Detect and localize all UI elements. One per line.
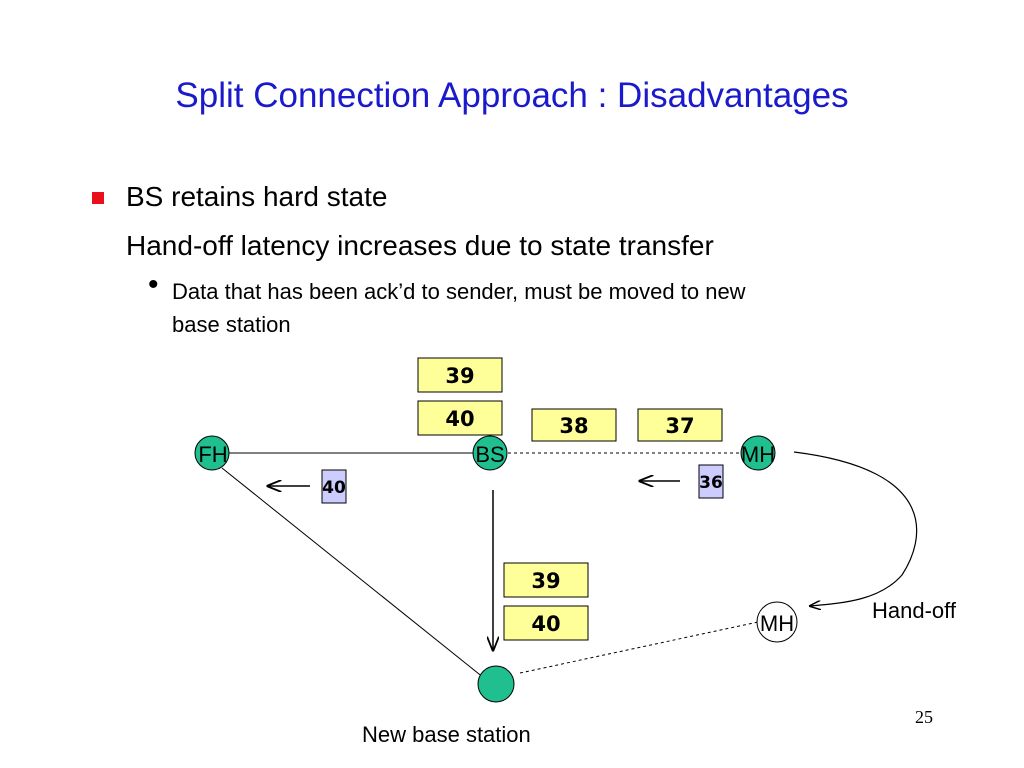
packet-bs-top-1-label: 39 bbox=[445, 364, 474, 388]
node-mh-new: MH bbox=[756, 601, 798, 643]
sub-bullet-text-2: base station bbox=[172, 312, 291, 337]
slide-title: Split Connection Approach : Disadvantage… bbox=[175, 76, 849, 115]
link-newbs-mh bbox=[519, 621, 759, 674]
ack-packet-fh-label: 40 bbox=[322, 478, 346, 498]
bullet-text-1: BS retains hard state bbox=[126, 181, 388, 212]
packet-bs-top-2-label: 40 bbox=[445, 407, 474, 431]
bullet-text-2: Hand-off latency increases due to state … bbox=[126, 230, 714, 261]
packet-new-bs-1-label: 39 bbox=[531, 569, 560, 593]
ack-packet-fh: 40 bbox=[321, 469, 347, 504]
link-fh-newbs bbox=[221, 467, 485, 679]
handoff-arrow bbox=[793, 451, 918, 606]
node-bs: BS bbox=[472, 435, 508, 471]
packet-bs-top-2: 40 bbox=[417, 400, 503, 436]
packet-link-2-label: 37 bbox=[665, 414, 694, 438]
node-mh-label: MH bbox=[741, 442, 775, 467]
packet-link-1-label: 38 bbox=[559, 414, 588, 438]
node-fh: FH bbox=[194, 435, 230, 471]
node-mh: MH bbox=[740, 435, 776, 471]
ack-packet-mh-label: 36 bbox=[699, 473, 723, 493]
ack-packet-mh: 36 bbox=[698, 464, 724, 499]
node-fh-label: FH bbox=[198, 442, 227, 467]
page-number: 25 bbox=[915, 707, 933, 727]
packet-link-1: 38 bbox=[531, 408, 617, 442]
node-new-bs bbox=[477, 665, 515, 703]
sub-bullet-text-1: Data that has been ack’d to sender, must… bbox=[172, 279, 746, 304]
node-bs-label: BS bbox=[475, 442, 504, 467]
bullet-square-icon bbox=[92, 192, 104, 204]
packet-new-bs-2: 40 bbox=[503, 605, 589, 641]
packet-new-bs-2-label: 40 bbox=[531, 612, 560, 636]
new-base-station-label: New base station bbox=[362, 722, 531, 747]
packet-bs-top-1: 39 bbox=[417, 357, 503, 393]
packet-link-2: 37 bbox=[637, 408, 723, 442]
handoff-label: Hand-off bbox=[872, 598, 956, 623]
sub-bullet-dot-icon: • bbox=[148, 268, 159, 301]
node-mh-new-label: MH bbox=[760, 611, 794, 636]
packet-new-bs-1: 39 bbox=[503, 562, 589, 598]
